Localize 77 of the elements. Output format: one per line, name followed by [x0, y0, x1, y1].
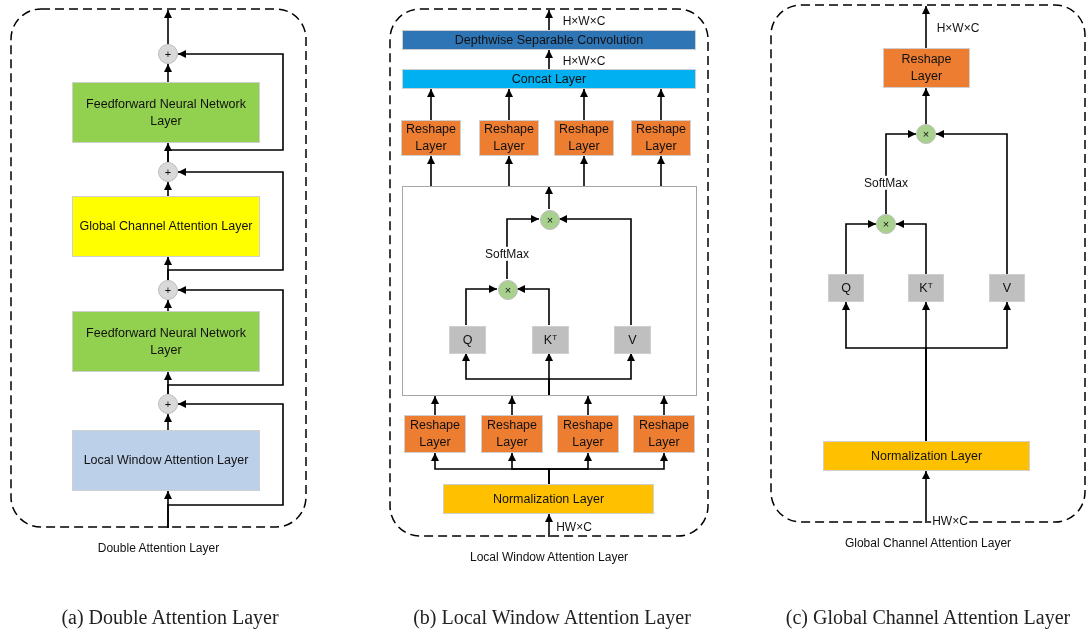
arrow — [922, 5, 930, 49]
arrow — [935, 130, 1008, 275]
arrow — [660, 395, 668, 416]
operator-circle: × — [498, 280, 518, 300]
arrow — [164, 63, 172, 83]
layer-box: Reshape Layer — [883, 48, 970, 88]
layer-box: Normalization Layer — [443, 484, 654, 514]
arrow — [922, 87, 930, 125]
arrow — [431, 395, 439, 416]
arrow — [580, 88, 588, 121]
layer-box: V — [614, 326, 651, 354]
arrow — [427, 155, 435, 187]
arrow — [167, 168, 284, 281]
edge-label: SoftMax — [484, 246, 530, 262]
figure-caption: (b) Local Window Attention Layer — [413, 606, 691, 629]
panel-title: Double Attention Layer — [97, 540, 220, 557]
layer-box: K$^{T}$ — [908, 274, 944, 302]
operator-circle: + — [158, 162, 178, 182]
arrow — [465, 285, 498, 326]
operator-circle: + — [158, 280, 178, 300]
operator-circle: × — [916, 124, 936, 144]
layer-box: Global Channel Attention Layer — [72, 196, 260, 257]
arrow — [508, 395, 516, 416]
operator-circle: × — [540, 210, 560, 230]
arrow — [657, 155, 665, 187]
layer-box: K$^{T}$ — [532, 326, 569, 354]
arrow — [505, 155, 513, 187]
arrow — [922, 470, 930, 524]
operator-circle: + — [158, 394, 178, 414]
arrow — [845, 220, 877, 275]
arrow — [548, 352, 635, 397]
layer-box: Reshape Layer — [631, 120, 691, 156]
grouping-box — [402, 186, 697, 396]
layer-box: Reshape Layer — [554, 120, 614, 156]
arrow — [167, 50, 284, 163]
arrow — [545, 49, 553, 70]
arrow — [164, 181, 172, 197]
operator-circle: × — [876, 214, 896, 234]
arrow — [925, 301, 1011, 442]
edge-label: SoftMax — [863, 175, 909, 191]
arrow — [545, 513, 553, 538]
arrow — [427, 88, 435, 121]
layer-box: Normalization Layer — [823, 441, 1030, 471]
arrow — [895, 220, 927, 275]
layer-box: Reshape Layer — [557, 415, 619, 453]
layer-box: Q — [449, 326, 486, 354]
arrow — [657, 88, 665, 121]
arrow — [167, 286, 284, 395]
layer-box: Feedforward Neural Network Layer — [72, 82, 260, 143]
layer-box: Reshape Layer — [481, 415, 543, 453]
figure-caption: (a) Double Attention Layer — [61, 606, 279, 629]
arrow — [558, 215, 632, 326]
arrow — [164, 413, 172, 431]
layer-box: Reshape Layer — [633, 415, 695, 453]
figure-caption: (c) Global Channel Attention Layer — [785, 606, 1071, 629]
layer-box: Q — [828, 274, 864, 302]
layer-box: Local Window Attention Layer — [72, 430, 260, 491]
layer-box: Reshape Layer — [401, 120, 461, 156]
panel-title: Local Window Attention Layer — [469, 549, 629, 566]
layer-box: V — [989, 274, 1025, 302]
arrow — [545, 9, 553, 31]
operator-circle: + — [158, 44, 178, 64]
layer-box: Concat Layer — [402, 69, 696, 89]
arrow — [164, 299, 172, 312]
arrow — [545, 185, 553, 210]
arrow — [164, 9, 172, 45]
arrow — [167, 400, 284, 529]
arrow — [584, 395, 592, 416]
arrow — [505, 88, 513, 121]
arrow — [580, 155, 588, 187]
layer-box: Reshape Layer — [404, 415, 466, 453]
arrow — [516, 285, 550, 326]
layer-box: Feedforward Neural Network Layer — [72, 311, 260, 372]
layer-box: Reshape Layer — [479, 120, 539, 156]
arrow — [548, 452, 668, 485]
panel-title: Global Channel Attention Layer — [844, 535, 1012, 552]
layer-box: Depthwise Separable Convolution — [402, 30, 696, 50]
